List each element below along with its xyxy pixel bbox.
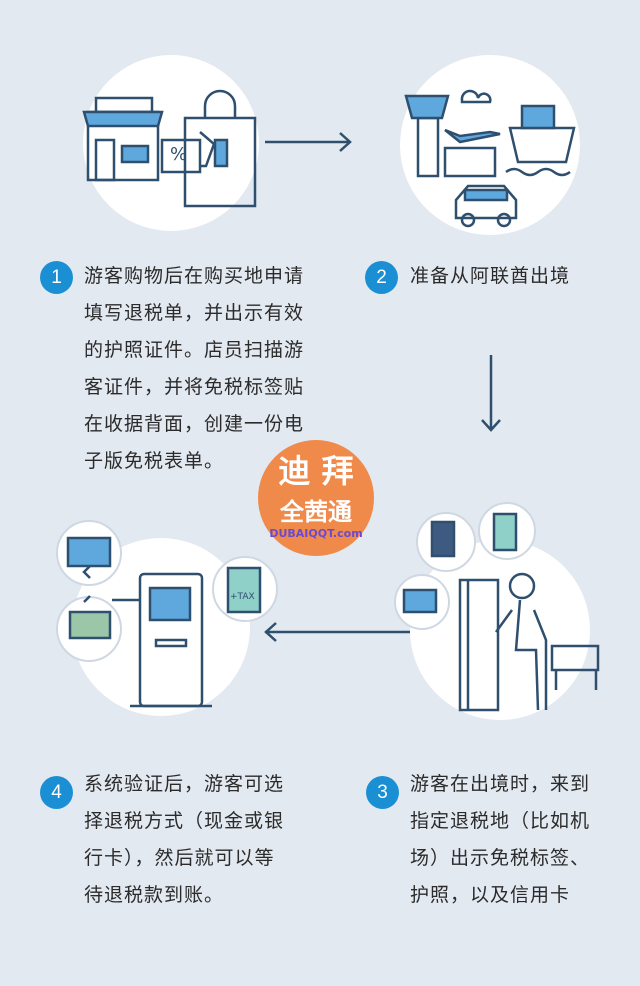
text-line: 在收据背面，创建一份电 xyxy=(84,413,305,435)
step-3-badge: 3 xyxy=(366,776,399,809)
step-4-badge: 4 xyxy=(40,776,73,809)
text-line: 场）出示免税标签、 xyxy=(410,847,591,869)
departure-illustration xyxy=(400,55,580,235)
text-line: 游客购物后在购买地申请 xyxy=(84,265,305,287)
step-2-badge: 2 xyxy=(365,261,398,294)
step-4-text: 系统验证后，游客可选 择退税方式（现金或银 行卡），然后就可以等 待退税款到账。 xyxy=(84,766,284,914)
watermark-logo: 迪 拜 全茜通 DUBAIQQT.com xyxy=(258,440,374,556)
step-1-badge: 1 xyxy=(40,261,73,294)
text-line: 填写退税单，并出示有效 xyxy=(84,302,305,324)
text-line: 准备从阿联酋出境 xyxy=(410,265,571,287)
text-line: 待退税款到账。 xyxy=(84,884,225,906)
text-line: 的护照证件。店员扫描游 xyxy=(84,339,305,361)
percent-tag-label: % xyxy=(170,144,188,165)
text-line: 指定退税地（比如机 xyxy=(410,810,591,832)
step-3-text: 游客在出境时，来到 指定退税地（比如机 场）出示免税标签、 护照，以及信用卡 xyxy=(410,766,590,914)
text-line: 子版免税表单。 xyxy=(84,450,225,472)
text-line: 系统验证后，游客可选 xyxy=(84,773,285,795)
text-line: 护照，以及信用卡 xyxy=(410,884,571,906)
tax-receipt-label: +TAX xyxy=(230,592,255,602)
text-line: 客证件，并将免税标签贴 xyxy=(84,376,305,398)
text-line: 择退税方式（现金或银 xyxy=(84,810,285,832)
text-line: 游客在出境时，来到 xyxy=(410,773,591,795)
step-1-text: 游客购物后在购买地申请 填写退税单，并出示有效 的护照证件。店员扫描游 客证件，… xyxy=(84,258,304,480)
step-2-text: 准备从阿联酋出境 xyxy=(410,258,570,295)
text-line: 行卡），然后就可以等 xyxy=(84,847,275,869)
shopping-illustration xyxy=(83,55,259,231)
